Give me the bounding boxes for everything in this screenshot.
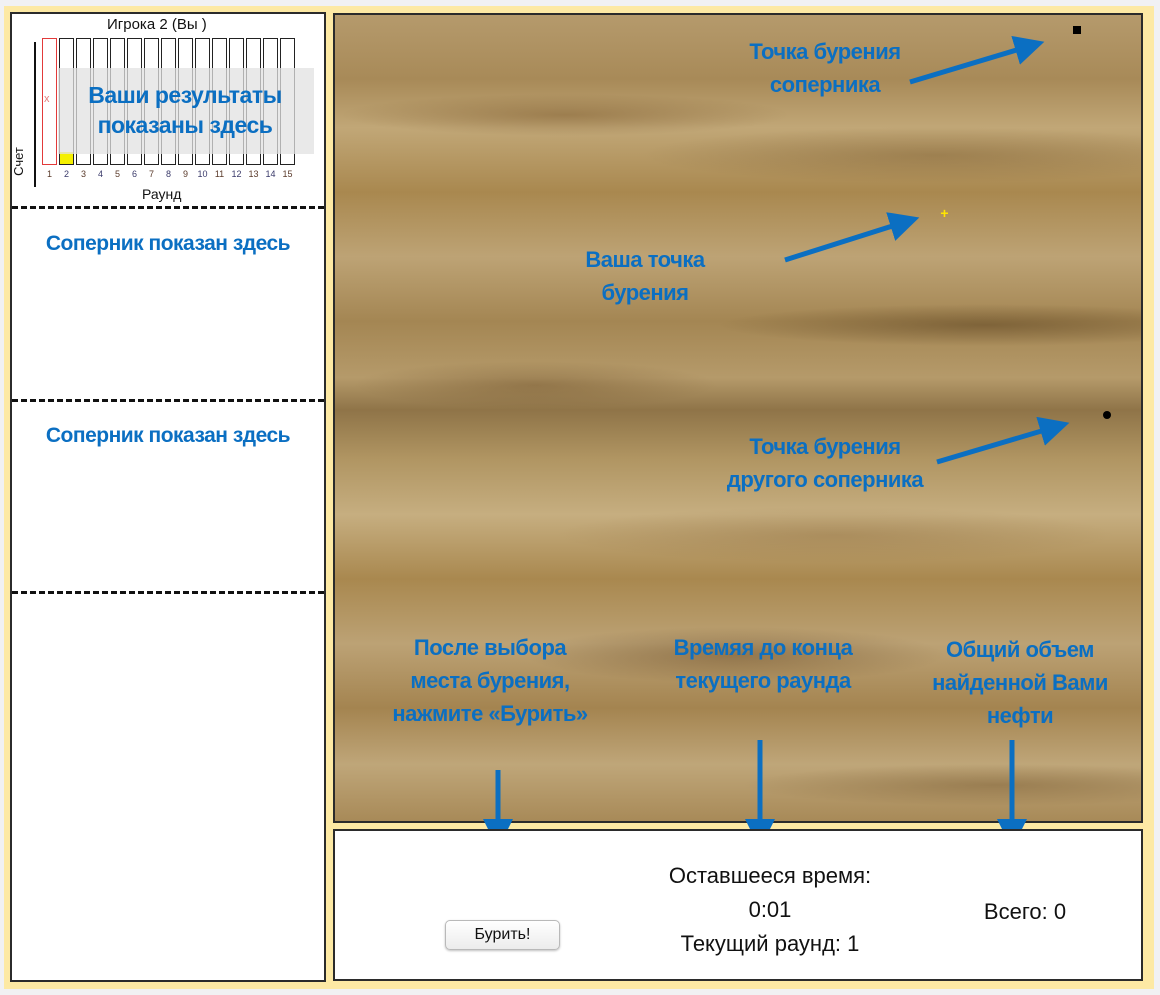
- drill-button[interactable]: Бурить!: [445, 920, 560, 950]
- annotation-total-oil: Общий объем найденной Вами нефти: [932, 637, 1108, 728]
- round-number: 7: [148, 169, 154, 179]
- round-number: 12: [231, 169, 242, 179]
- annotation-your-drill-point: Ваша точка бурения: [585, 247, 705, 305]
- round-number: 14: [265, 169, 276, 179]
- annotation-opponent-drill-point: Точка бурения соперника: [749, 39, 901, 97]
- divider: [12, 206, 324, 209]
- divider: [12, 591, 324, 594]
- total-oil: Всего: 0: [983, 899, 1067, 924]
- score-y-axis-label: Счет: [10, 147, 26, 176]
- annotation-your-results: Ваши результаты показаны здесь: [88, 82, 282, 138]
- round-number: 11: [214, 169, 225, 179]
- round-number: 13: [248, 169, 259, 179]
- divider: [12, 399, 324, 402]
- round-column: x: [42, 38, 57, 165]
- round-number: 15: [282, 169, 293, 179]
- annotation-other-opponent-drill-point: Точка бурения другого соперника: [726, 434, 924, 492]
- opponent-drill-marker-circle: [1103, 411, 1111, 419]
- annotation-opponent-2: Соперник показан здесь: [45, 424, 291, 447]
- current-round: Текущий раунд: 1: [680, 931, 860, 956]
- round-number: 5: [114, 169, 120, 179]
- score-chart-title: Игрока 2 (Вы ): [107, 16, 207, 33]
- round-number: 8: [165, 169, 171, 179]
- round-number: 2: [63, 169, 69, 179]
- round-number: 4: [97, 169, 103, 179]
- round-score-fill: [60, 151, 73, 164]
- annotation-press-drill: После выбора места бурения, нажмите «Бур…: [392, 635, 588, 726]
- opponent-drill-marker-square: [1073, 26, 1081, 34]
- oil-field-map[interactable]: +: [333, 13, 1143, 823]
- round-number: 1: [46, 169, 52, 179]
- score-y-axis: [34, 42, 36, 187]
- score-x-axis-label: Раунд: [142, 186, 182, 202]
- time-remaining-label: Оставшееся время:: [668, 863, 872, 888]
- annotation-opponent-1: Соперник показан здесь: [45, 232, 291, 255]
- annotation-overlay: [58, 68, 314, 154]
- round-number: 3: [80, 169, 86, 179]
- your-drill-marker-plus-icon: +: [940, 205, 949, 221]
- annotation-time-to-end: Времяя до конца текущего раунда: [673, 635, 853, 693]
- round-x-marker: x: [44, 93, 50, 105]
- time-remaining-value: 0:01: [748, 897, 792, 922]
- round-number: 6: [131, 169, 137, 179]
- control-panel: Бурить! Оставшееся время: 0:01 Текущий р…: [333, 829, 1143, 981]
- round-number: 9: [182, 169, 188, 179]
- round-number: 10: [197, 169, 208, 179]
